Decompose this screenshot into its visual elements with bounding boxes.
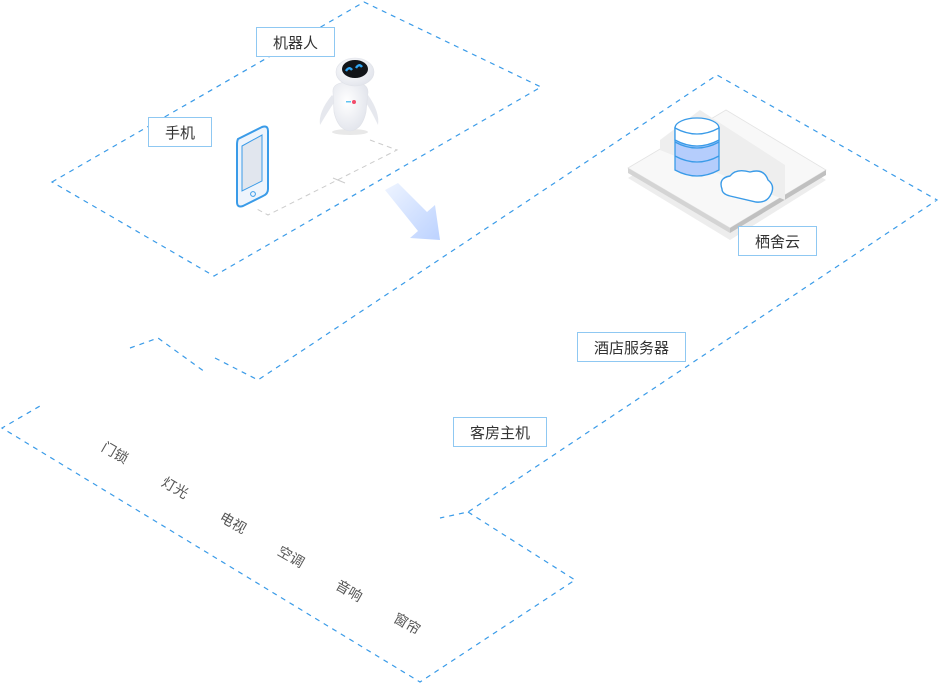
cloud-icon (720, 169, 774, 203)
flow-arrow-mobile-to-backend (385, 183, 440, 240)
robot-icon (319, 57, 379, 135)
cloud-label: 栖舍云 (738, 226, 818, 256)
database-icon (674, 117, 720, 177)
room-host-label: 客房主机 (453, 417, 548, 447)
zone-room-outline (0, 337, 577, 683)
zone-backend-outline (214, 74, 938, 519)
robot-label: 机器人 (256, 27, 336, 57)
smartphone-icon (236, 125, 269, 208)
cloud-platform (627, 109, 827, 240)
robot-phone-connector (254, 139, 399, 216)
zone-mobile-outline (50, 1, 543, 277)
phone-label: 手机 (148, 117, 213, 147)
server-label: 酒店服务器 (577, 332, 687, 362)
